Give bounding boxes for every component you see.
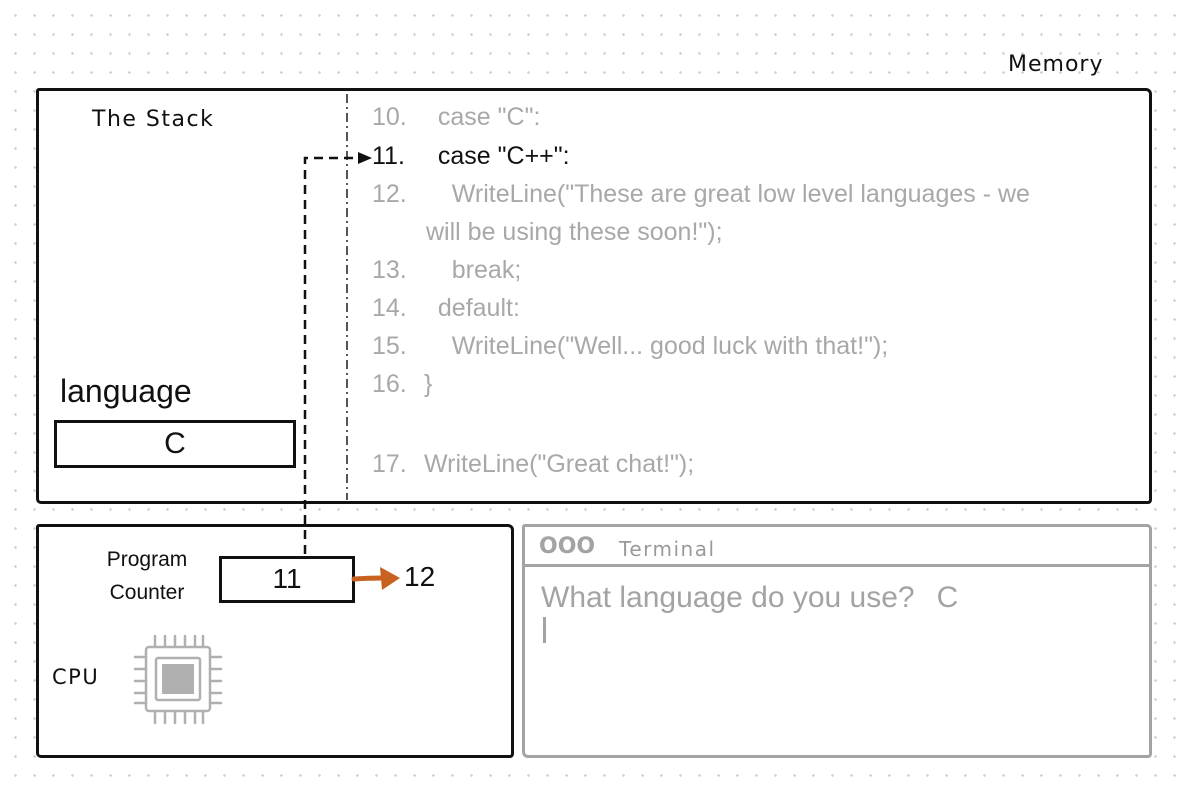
cpu-label: CPU xyxy=(52,665,100,689)
code-line-11-current: 11. case "C++": xyxy=(372,142,570,170)
code-line-12: 12. WriteLine("These are great low level… xyxy=(372,180,1030,208)
variable-name: language xyxy=(60,373,192,409)
memory-label: Memory xyxy=(1008,52,1104,77)
program-counter-label: Program Counter xyxy=(106,548,188,604)
terminal-input: C xyxy=(936,581,959,614)
code-line-17: 17.WriteLine("Great chat!"); xyxy=(372,450,695,478)
terminal-window: OOO Terminal What language do you use? C xyxy=(522,524,1152,758)
code-line-12-wrap: will be using these soon!"); xyxy=(426,218,723,246)
code-line-13: 13. break; xyxy=(372,256,522,284)
stack-title: The Stack xyxy=(92,107,215,132)
cpu-chip-icon xyxy=(133,634,223,725)
program-counter-next-value: 12 xyxy=(404,561,436,592)
terminal-title-bar: OOO Terminal xyxy=(525,527,1149,567)
window-controls-icon: OOO xyxy=(539,534,596,559)
variable-value-box: C xyxy=(54,420,296,468)
code-line-15: 15. WriteLine("Well... good luck with th… xyxy=(372,332,889,360)
terminal-cursor xyxy=(543,617,546,643)
terminal-title: Terminal xyxy=(619,537,716,561)
code-line-14: 14. default: xyxy=(372,294,520,322)
terminal-output-line: What language do you use? C xyxy=(541,581,958,615)
code-line-10: 10. case "C": xyxy=(372,103,541,131)
code-line-16: 16.} xyxy=(372,370,433,398)
cpu-panel xyxy=(36,524,514,758)
terminal-prompt: What language do you use? xyxy=(541,581,915,614)
program-counter-value-box: 11 xyxy=(219,556,355,603)
